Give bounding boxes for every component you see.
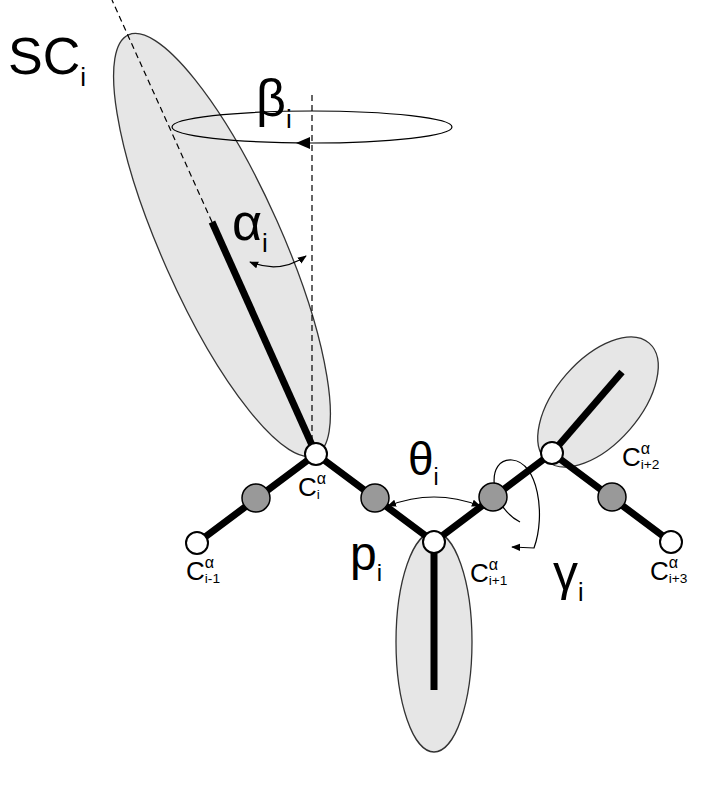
side-chain-rod — [552, 372, 622, 453]
side-chain-ellipse — [396, 532, 472, 752]
label-superscript: α — [641, 440, 660, 456]
label-subscript: i — [262, 228, 268, 258]
theta-arc — [388, 497, 480, 506]
label-subscript: i+1 — [489, 574, 508, 588]
peptide-label: pi — [350, 530, 382, 578]
atom-label: Cαi-1 — [186, 558, 220, 586]
label-base: p — [350, 527, 377, 580]
label-scripts: αi+3 — [669, 558, 688, 586]
label-scripts: αi+2 — [641, 444, 660, 472]
label-base: C — [186, 556, 205, 586]
label-scripts: αi+1 — [489, 560, 508, 588]
label-scripts: αi — [317, 474, 326, 502]
label-subscript: i — [434, 464, 439, 490]
label-base: α — [232, 193, 262, 251]
side-chain-ellipse — [74, 10, 371, 479]
beta-arrowhead — [296, 137, 310, 149]
side-chain-rod — [212, 222, 316, 454]
angle-label: αi — [232, 196, 268, 248]
label-superscript: α — [669, 554, 688, 570]
side-chain-axis — [112, 0, 212, 222]
label-base: C — [650, 556, 669, 586]
angle-label: βi — [256, 72, 292, 124]
label-base: β — [256, 69, 286, 127]
label-scripts: αi-1 — [205, 558, 220, 586]
label-base: C — [298, 472, 317, 502]
atom-label: Cαi+2 — [622, 444, 659, 472]
label-subscript: i — [578, 578, 584, 606]
alpha-arc — [250, 256, 306, 267]
label-base: θ — [408, 433, 434, 485]
label-subscript: i+2 — [641, 458, 660, 472]
angle-label: θi — [408, 436, 439, 482]
angle-label: γi — [553, 548, 584, 598]
c-alpha-atom — [186, 442, 682, 554]
vertical-axis — [311, 95, 312, 450]
label-subscript: i-1 — [205, 572, 220, 586]
atom-label: Cαi — [298, 474, 326, 502]
label-subscript: i+3 — [669, 572, 688, 586]
label-superscript: α — [489, 556, 508, 572]
beta-rotation — [172, 111, 452, 143]
label-base: C — [622, 442, 641, 472]
label-subscript: i — [80, 62, 86, 92]
atom-label: Cαi+3 — [650, 558, 687, 586]
label-subscript: i — [377, 559, 382, 586]
label-base: C — [470, 558, 489, 588]
label-superscript: α — [317, 470, 326, 486]
label-base: SC — [8, 27, 80, 85]
label-superscript: α — [205, 554, 220, 570]
side-chain-rod — [431, 542, 438, 690]
atom-label: Cαi+1 — [470, 560, 507, 588]
label-base: γ — [553, 545, 578, 601]
backbone — [197, 453, 671, 543]
label-subscript: i — [317, 488, 326, 502]
side-chain-label: SCi — [8, 30, 86, 82]
label-subscript: i — [286, 104, 292, 134]
